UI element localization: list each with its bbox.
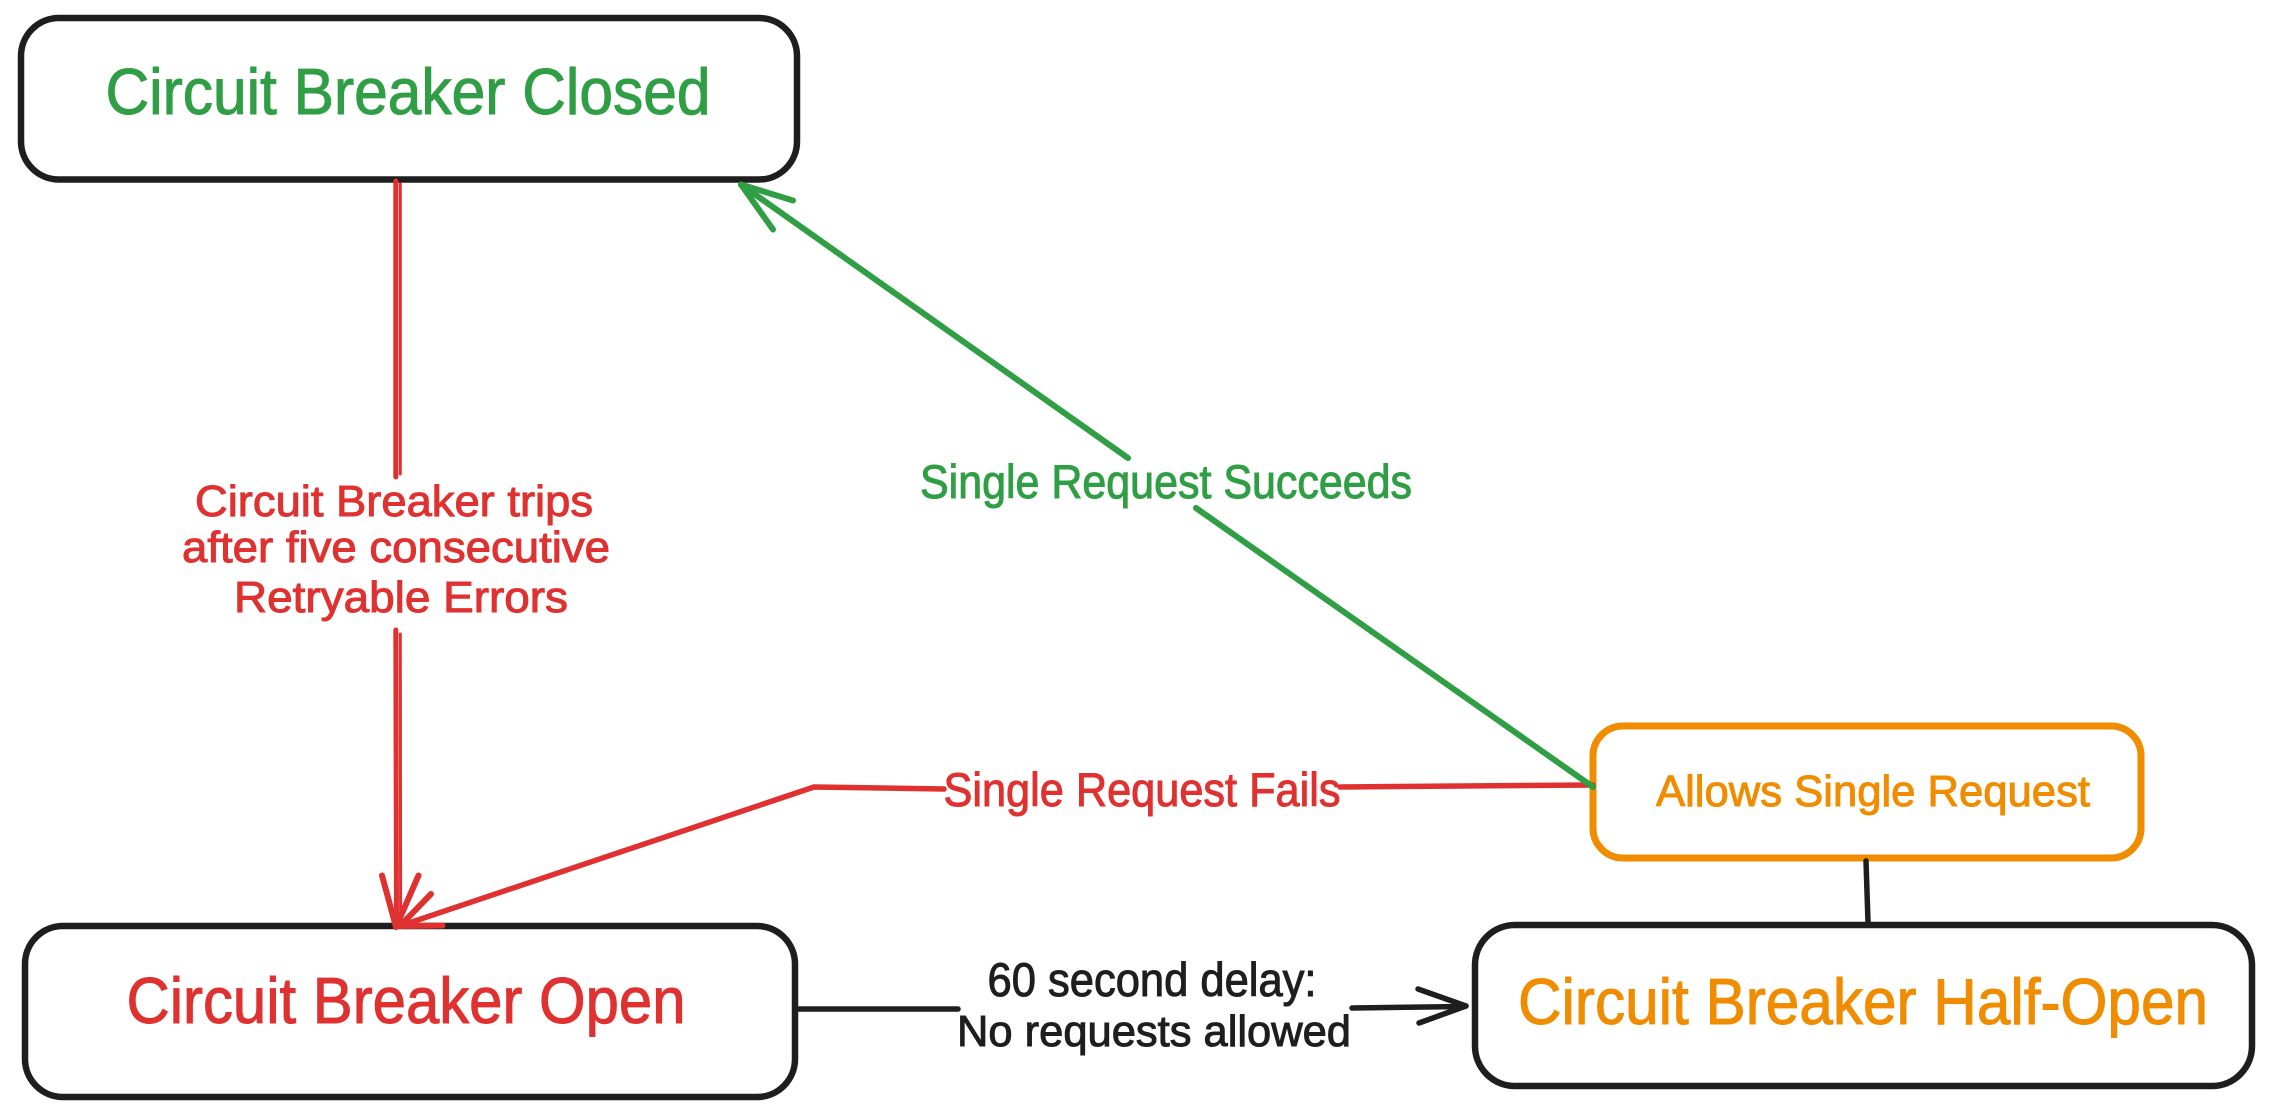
svg-text:No requests allowed: No requests allowed — [957, 1007, 1351, 1056]
svg-text:Circuit Breaker Open: Circuit Breaker Open — [127, 964, 686, 1037]
svg-text:Allows Single Request: Allows Single Request — [1656, 767, 2090, 816]
svg-text:Retryable Errors: Retryable Errors — [234, 573, 568, 622]
svg-text:Circuit Breaker trips: Circuit Breaker trips — [195, 477, 593, 526]
svg-text:Single Request Fails: Single Request Fails — [944, 763, 1341, 816]
svg-text:Single Request Succeeds: Single Request Succeeds — [920, 455, 1412, 508]
svg-text:60 second delay:: 60 second delay: — [988, 953, 1317, 1006]
svg-text:Circuit Breaker Half-Open: Circuit Breaker Half-Open — [1518, 965, 2208, 1038]
svg-text:after five consecutive: after five consecutive — [182, 523, 610, 572]
svg-text:Circuit Breaker Closed: Circuit Breaker Closed — [106, 55, 711, 128]
